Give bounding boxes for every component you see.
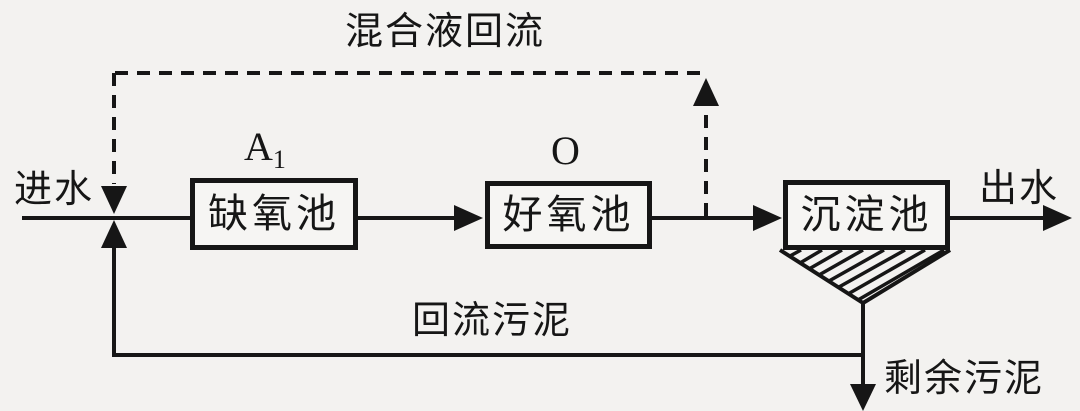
arrow-down-icon xyxy=(101,186,127,214)
aerobic-tank-tag: O xyxy=(551,131,580,171)
aerobic-tank-label: 好氧池 xyxy=(502,192,635,237)
anoxic-tag-subscript: 1 xyxy=(272,145,286,174)
settling-tank-label: 沉淀池 xyxy=(800,192,933,237)
hopper-hatch-lines xyxy=(789,248,945,302)
influent-label: 进水 xyxy=(14,169,95,211)
anoxic-tag-base: A xyxy=(244,124,273,169)
arrow-down-icon xyxy=(850,384,876,411)
excess-sludge-label: 剩余污泥 xyxy=(884,358,1045,400)
aerobic-tank-box: 好氧池 xyxy=(485,181,652,249)
excess-sludge-path xyxy=(850,303,876,411)
hopper-right-edge xyxy=(861,248,952,305)
arrow-right-icon xyxy=(753,205,782,231)
anoxic-tank-box: 缺氧池 xyxy=(190,178,358,250)
arrow-right-icon xyxy=(1043,205,1072,231)
arrow-up-icon xyxy=(693,78,719,106)
mixed-liquor-recycle-path xyxy=(101,71,719,216)
effluent-label: 出水 xyxy=(979,168,1060,210)
arrow-right-icon xyxy=(454,205,483,231)
return-sludge-label: 回流污泥 xyxy=(412,300,573,342)
settling-tank-box: 沉淀池 xyxy=(783,180,950,250)
main-flow-path xyxy=(22,205,1072,231)
return-sludge-path xyxy=(101,220,863,357)
anoxic-tank-label: 缺氧池 xyxy=(208,191,340,236)
mixed-liquor-recycle-label: 混合液回流 xyxy=(345,11,546,53)
aerobic-tag-base: O xyxy=(551,128,580,173)
arrow-up-icon xyxy=(101,220,127,248)
return-sludge-line xyxy=(112,246,863,357)
anoxic-tank-tag: A1 xyxy=(244,124,286,173)
clarifier-hopper xyxy=(778,248,952,305)
